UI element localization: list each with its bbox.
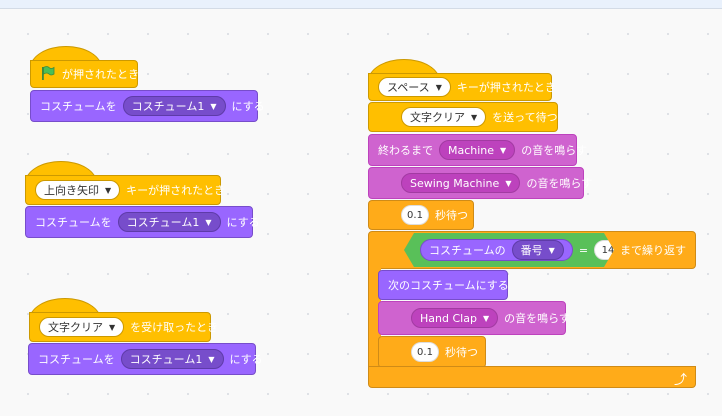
block-text: 終わるまで [378,144,433,157]
key-dropdown[interactable]: 上向き矢印 ▼ [35,180,121,200]
wait-block[interactable]: 0.1 秒待つ [378,336,486,368]
key-dropdown[interactable]: スペース ▼ [378,77,451,97]
block-text: コスチュームを [35,216,112,229]
dropdown-caret-icon: ▼ [208,354,215,364]
dropdown-caret-icon: ▼ [548,245,555,255]
when-key-pressed-block[interactable]: スペース ▼ キーが押されたとき [368,73,556,101]
block-text: 次のコスチュームにする [388,279,509,292]
costume-number-reporter[interactable]: コスチュームの 番号 ▼ [420,239,573,261]
when-receive-block[interactable]: 文字クリア ▼ を受け取ったとき [29,312,218,342]
operator-symbol: = [578,243,589,257]
block-text: まで繰り返す [620,244,686,257]
start-sound-block[interactable]: Hand Clap ▼ の音を鳴らす [378,301,570,335]
costume-dropdown-value: コスチューム1 [126,216,200,229]
repeat-c-foot[interactable]: ⤴ [368,366,696,388]
hat-label: キーが押されたとき [456,81,556,94]
sound-dropdown-value: Sewing Machine [410,176,500,190]
hat-label: キーが押されたとき [126,184,226,197]
block-text: にする [229,353,263,366]
hat-label: が押されたとき [62,68,139,81]
costume-dropdown-value: コスチューム1 [129,353,203,366]
equals-operator[interactable]: コスチュームの 番号 ▼ = 14 [404,233,614,267]
costume-property-value: 番号 [520,244,543,257]
play-sound-until-done-block[interactable]: 終わるまで Machine ▼ の音を鳴らす [368,134,587,166]
when-flag-clicked-block[interactable]: が押されたとき [30,60,139,88]
block-text: にする [226,216,260,229]
sound-dropdown[interactable]: Hand Clap ▼ [411,308,499,328]
broadcast-dropdown[interactable]: 文字クリア ▼ [401,107,487,127]
block-text: 秒待つ [445,346,478,359]
start-sound-block[interactable]: Sewing Machine ▼ の音を鳴らす [368,167,592,199]
dropdown-caret-icon: ▼ [105,185,112,195]
green-flag-icon [40,65,56,84]
sound-dropdown[interactable]: Sewing Machine ▼ [401,173,521,193]
block-text: の音を鳴らす [526,177,593,190]
repeat-c-wall [368,268,381,368]
dropdown-caret-icon: ▼ [205,217,212,227]
dropdown-caret-icon: ▼ [435,82,442,92]
block-text: の音を鳴らす [504,312,570,325]
broadcast-dropdown-value: 文字クリア [410,111,465,124]
dropdown-caret-icon: ▼ [471,112,478,122]
wait-seconds-input[interactable]: 0.1 [411,342,439,362]
switch-costume-block[interactable]: コスチュームを コスチューム1 ▼ にする [30,90,265,122]
wait-seconds-input[interactable]: 0.1 [401,205,429,225]
block-text: の音を鳴らす [521,144,587,157]
repeat-until-block[interactable]: コスチュームの 番号 ▼ = 14 まで繰り返す [368,231,696,269]
wait-block[interactable]: 0.1 秒待つ [368,200,474,230]
message-dropdown[interactable]: 文字クリア ▼ [39,317,125,337]
block-text: コスチュームを [40,100,117,113]
dropdown-caret-icon: ▼ [482,313,490,323]
costume-dropdown[interactable]: コスチューム1 ▼ [117,212,221,232]
block-text: コスチュームを [38,353,115,366]
dropdown-caret-icon: ▼ [109,322,116,332]
costume-dropdown-value: コスチューム1 [131,100,205,113]
sound-dropdown[interactable]: Machine ▼ [439,140,516,160]
next-costume-block[interactable]: 次のコスチュームにする [378,270,509,300]
costume-dropdown[interactable]: コスチューム1 ▼ [120,349,224,369]
costume-dropdown[interactable]: コスチューム1 ▼ [122,96,226,116]
loop-arrow-icon: ⤴ [673,373,687,388]
costume-property-dropdown[interactable]: 番号 ▼ [512,240,564,260]
block-text: を送って待つ [492,111,558,124]
sound-dropdown-value: Hand Clap [420,311,477,325]
message-dropdown-value: 文字クリア [48,321,103,334]
broadcast-and-wait-block[interactable]: 文字クリア ▼ を送って待つ [368,102,558,132]
when-key-pressed-block[interactable]: 上向き矢印 ▼ キーが押されたとき [25,175,225,205]
hat-label: を受け取ったとき [130,321,219,334]
dropdown-caret-icon: ▼ [210,101,217,111]
switch-costume-block[interactable]: コスチュームを コスチューム1 ▼ にする [28,343,263,375]
key-dropdown-value: 上向き矢印 [44,184,99,197]
block-text: 秒待つ [435,209,468,222]
switch-costume-block[interactable]: コスチュームを コスチューム1 ▼ にする [25,206,260,238]
sound-dropdown-value: Machine [448,143,495,157]
key-dropdown-value: スペース [387,81,430,94]
reporter-label: コスチュームの [429,244,506,257]
dropdown-caret-icon: ▼ [505,178,512,188]
dropdown-caret-icon: ▼ [500,145,507,155]
block-text: にする [231,100,265,113]
compare-value-input[interactable]: 14 [594,240,622,260]
top-toolbar-strip [0,0,722,9]
